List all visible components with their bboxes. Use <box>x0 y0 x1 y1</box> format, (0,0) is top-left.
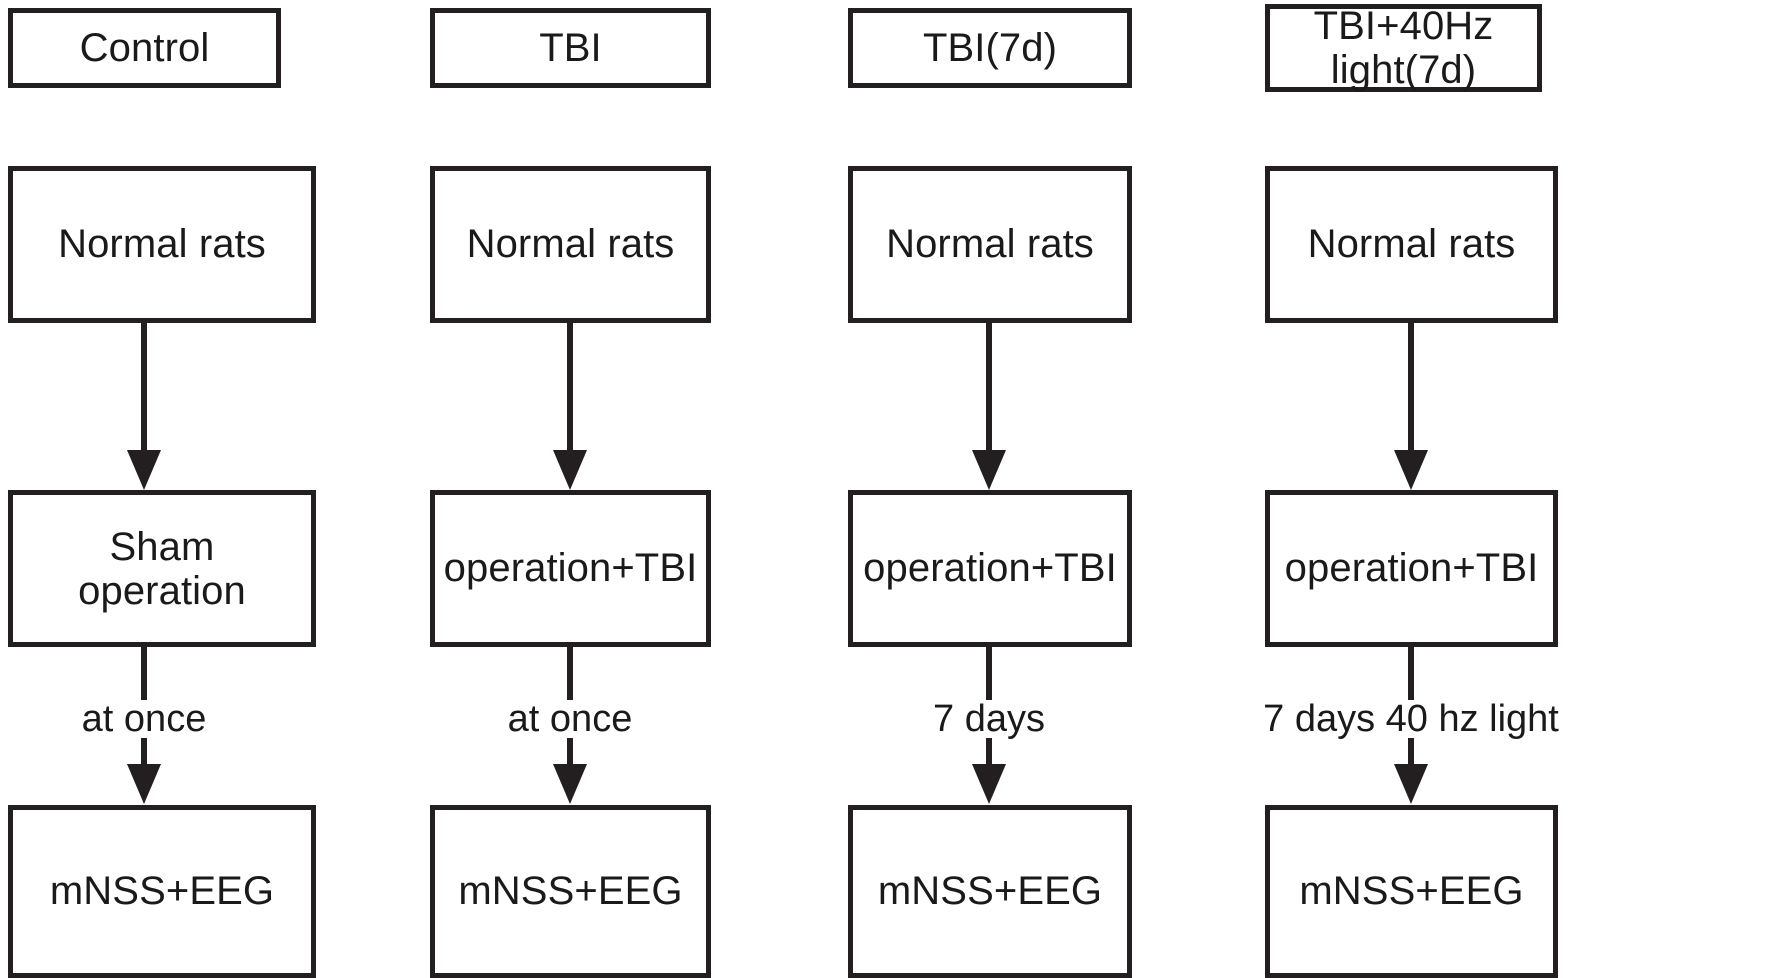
group-header-tbi: TBI <box>430 8 711 88</box>
node-normal-rats-control-label: Normal rats <box>58 222 266 267</box>
node-outcome-tbi: mNSS+EEG <box>430 805 711 978</box>
arrow-shaft <box>567 323 573 451</box>
arrow-shaft-lower <box>567 727 573 765</box>
arrow-shaft-upper <box>986 647 992 709</box>
node-outcome-tbi-label: mNSS+EEG <box>458 869 683 914</box>
group-header-control: Control <box>8 8 281 88</box>
node-outcome-tbi-7d-label: mNSS+EEG <box>877 869 1103 914</box>
node-operation-tbi-40hz-light-7d: operation+TBI <box>1265 490 1558 647</box>
node-operation-tbi-40hz-light-7d-label: operation+TBI <box>1284 546 1539 591</box>
arrow-shaft-lower <box>1408 727 1414 765</box>
node-outcome-control-label: mNSS+EEG <box>49 869 275 914</box>
node-outcome-tbi-40hz-light-7d: mNSS+EEG <box>1265 805 1558 978</box>
node-normal-rats-tbi-7d-label: Normal rats <box>886 222 1094 267</box>
node-outcome-control: mNSS+EEG <box>8 805 316 978</box>
arrow-head-icon <box>1394 764 1428 804</box>
group-header-tbi-7d: TBI(7d) <box>848 8 1132 88</box>
node-operation-tbi: operation+TBI <box>430 490 711 647</box>
arrow-head-icon <box>1394 450 1428 490</box>
node-normal-rats-tbi-40hz-light-7d-label: Normal rats <box>1307 222 1516 267</box>
group-header-tbi-40hz-light-7d-label: TBI+40Hz light(7d) <box>1314 4 1494 92</box>
arrow-shaft-upper <box>1408 647 1414 709</box>
node-operation-tbi-7d-label: operation+TBI <box>863 546 1117 591</box>
edge-label-tbi-7d: 7 days <box>925 700 1053 738</box>
node-normal-rats-control: Normal rats <box>8 166 316 323</box>
edge-label-tbi: at once <box>499 700 641 738</box>
arrow-head-icon <box>972 450 1006 490</box>
edge-label-control: at once <box>73 700 215 738</box>
node-sham-operation-control: Sham operation <box>8 490 316 647</box>
edge-label-tbi-40hz-light-7d: 7 days 40 hz light <box>1255 700 1567 738</box>
header-line-1: TBI+40Hz <box>1313 4 1494 48</box>
arrow-shaft-upper <box>141 647 147 709</box>
node-operation-tbi-label: operation+TBI <box>443 546 698 591</box>
header-line-2: light(7d) <box>1330 48 1477 92</box>
group-header-control-label: Control <box>79 25 210 70</box>
node-operation-tbi-7d: operation+TBI <box>848 490 1132 647</box>
node-outcome-tbi-40hz-light-7d-label: mNSS+EEG <box>1299 869 1524 914</box>
node-normal-rats-tbi: Normal rats <box>430 166 711 323</box>
arrow-head-icon <box>553 764 587 804</box>
arrow-shaft-upper <box>567 647 573 709</box>
group-header-tbi-label: TBI <box>539 25 602 70</box>
operation-line-1: Sham <box>109 524 215 569</box>
arrow-head-icon <box>127 764 161 804</box>
arrow-head-icon <box>972 764 1006 804</box>
arrow-shaft <box>141 323 147 451</box>
node-normal-rats-tbi-40hz-light-7d: Normal rats <box>1265 166 1558 323</box>
arrow-head-icon <box>127 450 161 490</box>
arrow-shaft-lower <box>986 727 992 765</box>
node-normal-rats-tbi-label: Normal rats <box>466 222 675 267</box>
arrow-shaft <box>986 323 992 451</box>
node-normal-rats-tbi-7d: Normal rats <box>848 166 1132 323</box>
node-sham-operation-control-label: Sham operation <box>78 525 246 613</box>
node-outcome-tbi-7d: mNSS+EEG <box>848 805 1132 978</box>
arrow-shaft-lower <box>141 727 147 765</box>
group-header-tbi-40hz-light-7d: TBI+40Hz light(7d) <box>1265 4 1542 92</box>
arrow-head-icon <box>553 450 587 490</box>
group-header-tbi-7d-label: TBI(7d) <box>922 25 1058 70</box>
arrow-shaft <box>1408 323 1414 451</box>
operation-line-2: operation <box>78 568 246 613</box>
